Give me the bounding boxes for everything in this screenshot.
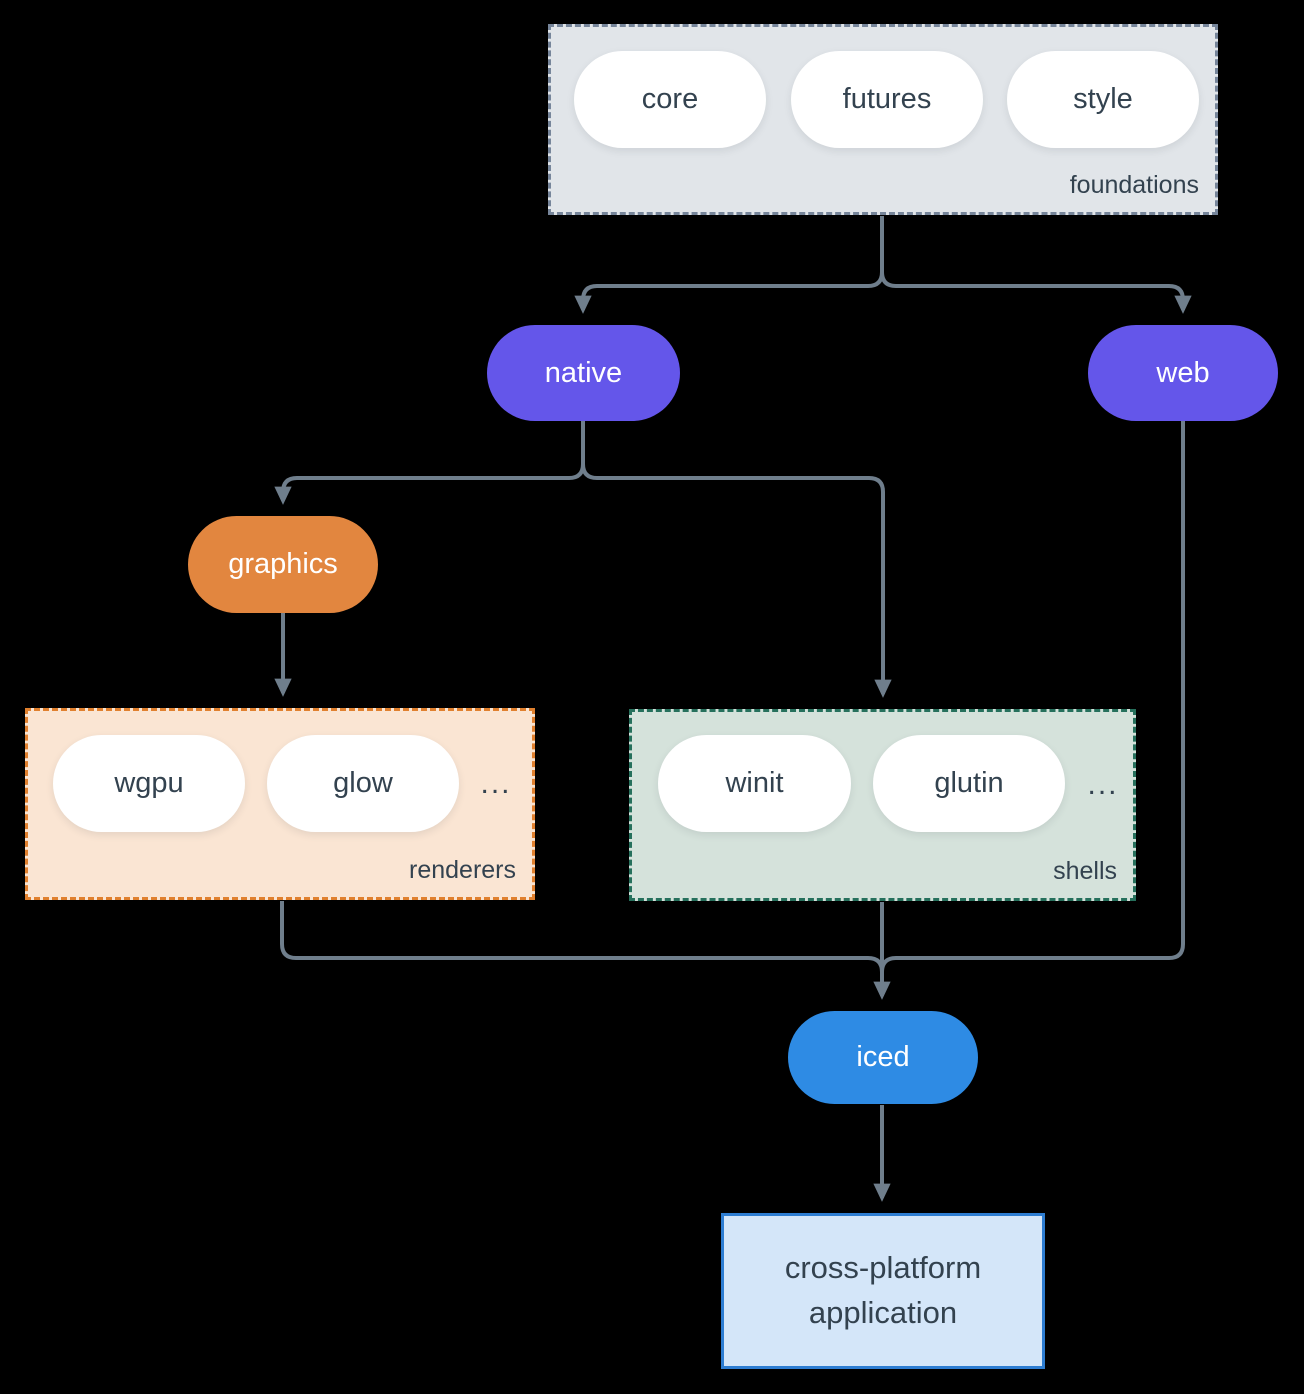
application-label-line2: application <box>808 1295 958 1330</box>
node-futures-label: futures <box>842 83 932 115</box>
node-cross-platform-application: cross-platform application <box>721 1213 1045 1369</box>
group-foundations: core futures style foundations <box>548 24 1218 215</box>
node-web-label: web <box>1156 356 1210 389</box>
node-core: core <box>574 51 766 148</box>
node-graphics: graphics <box>188 516 378 613</box>
node-style: style <box>1007 51 1199 148</box>
edge-native-shells <box>581 421 892 698</box>
shells-ellipsis: ... <box>1087 767 1119 801</box>
group-foundations-label: foundations <box>1069 171 1199 199</box>
group-renderers: wgpu glow ... renderers <box>25 708 535 900</box>
node-glutin-label: glutin <box>934 767 1004 799</box>
group-shells-label: shells <box>1053 857 1117 885</box>
renderers-ellipsis: ... <box>480 766 512 800</box>
edge-web-iced <box>880 421 1185 994</box>
application-label-line1: cross-platform <box>784 1250 982 1286</box>
node-web: web <box>1088 325 1278 421</box>
edge-foundations-native <box>574 216 884 314</box>
node-glow-label: glow <box>333 767 393 799</box>
node-native: native <box>487 325 680 421</box>
edge-foundations-web <box>880 216 1192 314</box>
group-renderers-label: renderers <box>409 856 516 884</box>
node-iced: iced <box>788 1011 978 1104</box>
group-shells: winit glutin ... shells <box>629 709 1136 901</box>
node-glutin: glutin <box>873 735 1065 832</box>
node-winit: winit <box>658 735 851 832</box>
node-iced-label: iced <box>856 1041 910 1073</box>
node-winit-label: winit <box>725 767 784 799</box>
node-glow: glow <box>267 735 459 832</box>
node-native-label: native <box>544 356 623 389</box>
node-futures: futures <box>791 51 983 148</box>
node-core-label: core <box>641 83 699 115</box>
node-style-label: style <box>1073 83 1133 115</box>
edge-native-graphics <box>274 421 585 505</box>
node-wgpu-label: wgpu <box>114 767 184 799</box>
edge-renderers-iced <box>280 901 891 1000</box>
node-graphics-label: graphics <box>228 548 338 580</box>
node-wgpu: wgpu <box>53 735 245 832</box>
